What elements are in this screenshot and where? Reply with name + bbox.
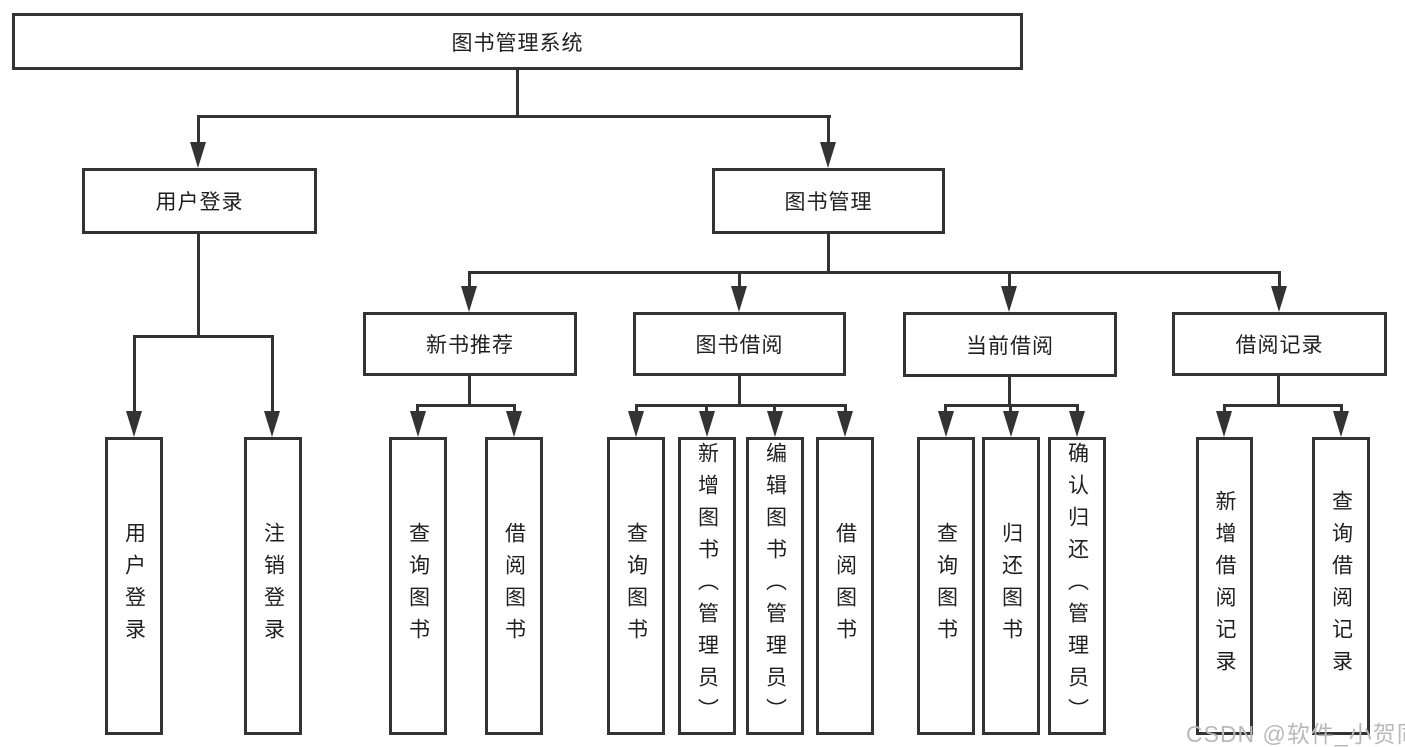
leaf-borrow-books-a-label: 借阅图书 [502,522,526,650]
node-new-book-recommend: 新书推荐 [363,312,577,376]
connector-borrow-stem-1 [635,404,638,414]
connector-book-mgmt-stem-3 [1008,271,1011,290]
connector-records-stem-2 [1340,404,1343,414]
arrowhead-book-borrow [731,286,747,312]
leaf-return-books-label: 归还图书 [999,522,1023,650]
leaf-query-books-b: 查询图书 [607,437,665,735]
leaf-add-borrow-record: 新增借阅记录 [1196,437,1253,735]
leaf-query-books-c-label: 查询图书 [934,522,958,650]
connector-current-stem-3 [1076,404,1079,414]
node-book-management: 图书管理 [712,168,945,234]
leaf-user-login: 用户登录 [105,437,163,735]
leaf-query-books-b-label: 查询图书 [624,522,648,650]
node-current-borrow-label: 当前借阅 [966,334,1054,358]
arrowhead-query-books-b [628,411,644,437]
connector-book-mgmt-stem-4 [1278,271,1281,290]
node-book-borrow: 图书借阅 [633,312,846,376]
leaf-confirm-return-admin: 确认归还（管理员） [1048,437,1106,735]
connector-user-login-hline [133,335,274,338]
connector-recommend-stem-2 [513,404,516,414]
connector-borrow-stem-3 [773,404,776,414]
node-new-book-recommend-label: 新书推荐 [426,334,514,357]
leaf-query-books-a: 查询图书 [389,437,447,735]
node-borrow-records: 借阅记录 [1172,312,1387,376]
connector-borrow-stem-2 [705,404,708,414]
leaf-query-borrow-record-label: 查询借阅记录 [1329,490,1353,682]
connector-book-mgmt-vline [827,234,830,273]
connector-book-mgmt-hline [468,271,1281,274]
arrowhead-borrow-records [1271,286,1287,312]
connector-root-vline [516,70,519,118]
connector-recommend-hline [416,404,516,407]
arrowhead-current-borrow [1001,286,1017,312]
node-current-borrow: 当前借阅 [903,312,1117,377]
node-root: 图书管理系统 [12,13,1023,70]
connector-records-vline [1277,376,1280,406]
arrowhead-confirm-return [1069,411,1085,437]
arrowhead-add-borrow-record [1216,411,1232,437]
leaf-add-borrow-record-label: 新增借阅记录 [1213,490,1236,682]
leaf-query-books-c: 查询图书 [917,437,975,735]
connector-recommend-stem-1 [416,404,419,414]
connector-user-login-vline [197,234,200,337]
connector-user-login-stem-2 [271,335,274,414]
arrowhead-borrow-books-b [837,411,853,437]
leaf-return-books: 归还图书 [982,437,1040,735]
connector-borrow-hline [635,404,847,407]
arrowhead-edit-books [767,411,783,437]
connector-current-stem-1 [944,404,947,414]
leaf-edit-books-admin: 编辑图书（管理员） [746,437,804,735]
arrowhead-query-borrow-record [1333,411,1349,437]
connector-user-login-stem-1 [133,335,136,414]
node-root-label: 图书管理系统 [451,31,584,55]
connector-borrow-vline [738,376,741,406]
arrowhead-add-books [699,411,715,437]
arrowhead-new-book-recommend [461,286,477,312]
connector-book-mgmt-stem-2 [738,271,741,290]
node-user-login: 用户登录 [82,168,317,234]
connector-root-hline [197,115,831,118]
connector-book-mgmt-stem-1 [468,271,471,290]
leaf-confirm-return-admin-label: 确认归还（管理员） [1065,442,1089,730]
leaf-logout-label: 注销登录 [261,522,285,650]
arrowhead-book-management [820,142,836,168]
connector-current-vline [1008,377,1011,406]
leaf-edit-books-admin-label: 编辑图书（管理员） [763,442,787,730]
connector-root-left-stem [197,115,200,147]
arrowhead-leaf-user-login [126,411,142,437]
connector-root-right-stem [827,115,830,147]
connector-borrow-stem-4 [844,404,847,414]
leaf-user-login-label: 用户登录 [122,522,146,650]
arrowhead-return-books [1003,411,1019,437]
arrowhead-leaf-logout [264,411,280,437]
leaf-add-books-admin: 新增图书（管理员） [678,437,736,735]
node-borrow-records-label: 借阅记录 [1235,334,1324,357]
leaf-add-books-admin-label: 新增图书（管理员） [695,442,719,730]
node-user-login-label: 用户登录 [155,191,244,214]
leaf-borrow-books-b-label: 借阅图书 [833,522,857,650]
leaf-query-books-a-label: 查询图书 [406,522,430,650]
arrowhead-borrow-books-a [506,411,522,437]
leaf-borrow-books-a: 借阅图书 [485,437,543,735]
connector-recommend-vline [468,376,471,406]
connector-current-stem-2 [1009,404,1012,414]
leaf-query-borrow-record: 查询借阅记录 [1312,437,1370,735]
leaf-logout: 注销登录 [244,437,302,735]
node-book-management-label: 图书管理 [784,191,873,214]
arrowhead-query-books-a [410,411,426,437]
arrowhead-user-login [190,142,206,168]
node-book-borrow-label: 图书借阅 [695,334,784,357]
connector-records-hline [1223,404,1343,407]
csdn-watermark: CSDN @软件_小贺同学 [1186,721,1405,747]
arrowhead-query-books-c [938,411,954,437]
leaf-borrow-books-b: 借阅图书 [816,437,874,735]
connector-records-stem-1 [1223,404,1226,414]
